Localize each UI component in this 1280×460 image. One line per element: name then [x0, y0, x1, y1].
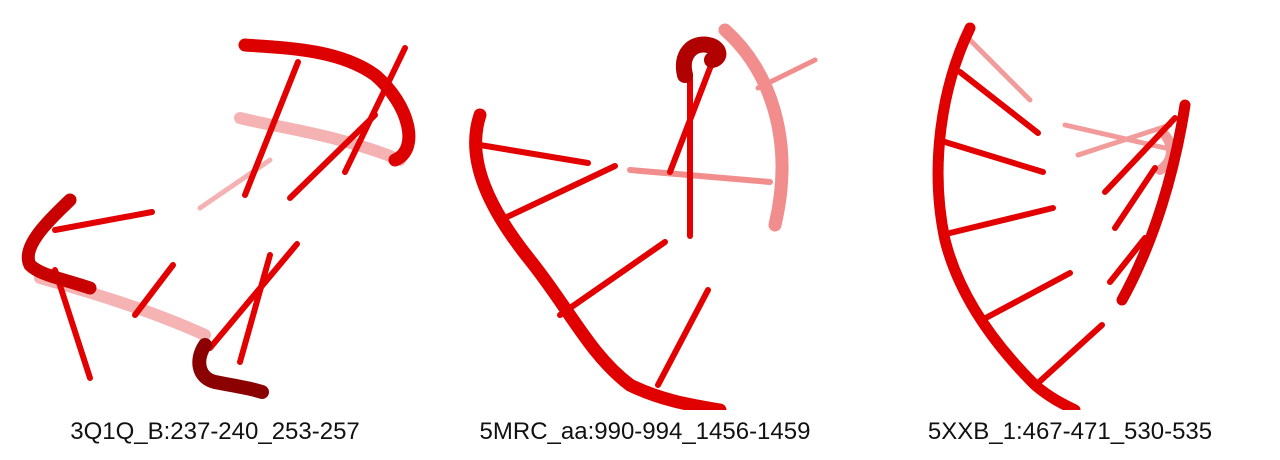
- base-sticks: [942, 69, 1178, 386]
- backbone-bottom: [192, 338, 269, 399]
- structure-label-3: 5XXB_1:467-471_530-535: [927, 418, 1213, 445]
- backbone-top-knot: [675, 36, 727, 83]
- backbone-main: [469, 108, 727, 410]
- faded-strands: [34, 112, 406, 341]
- rna-structure-image-3: [932, 22, 1191, 410]
- base-sticks: [477, 52, 718, 388]
- faded-strands: [627, 23, 818, 232]
- backbone-right: [1116, 99, 1191, 306]
- structure-label-1: 3Q1Q_B:237-240_253-257: [70, 418, 360, 445]
- backbone-top: [238, 38, 416, 167]
- backbone-left: [21, 193, 97, 295]
- structure-label-2: 5MRC_aa:990-994_1456-1459: [479, 418, 811, 445]
- structure-panel-3: 5XXB_1:467-471_530-535: [860, 0, 1280, 460]
- structure-panel-1: 3Q1Q_B:237-240_253-257: [0, 0, 430, 460]
- backbone-main: [932, 22, 1081, 410]
- base-sticks: [52, 45, 408, 381]
- structure-panel-2: 5MRC_aa:990-994_1456-1459: [430, 0, 860, 460]
- rna-structure-image-1: [21, 38, 416, 399]
- rna-structure-image-2: [469, 23, 818, 410]
